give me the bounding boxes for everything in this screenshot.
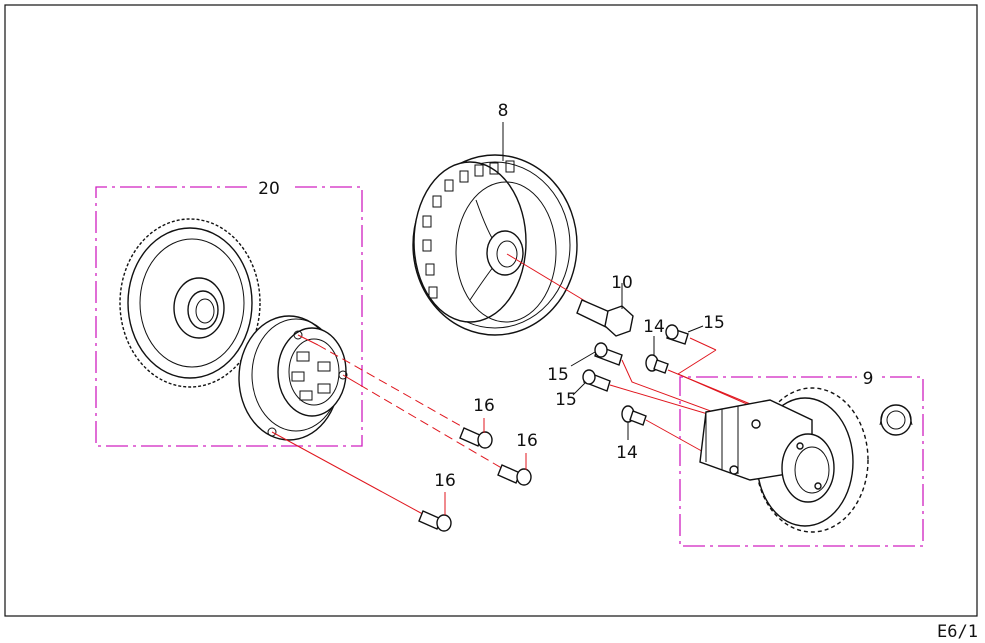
callout-16-a: 16	[473, 396, 495, 416]
callout-14-lower: 14	[616, 443, 638, 463]
bolt-16-c	[418, 492, 452, 532]
page-code: E6/1	[937, 622, 978, 642]
drawing-frame	[4, 4, 978, 617]
starter-gear	[119, 218, 261, 388]
callout-16-c: 16	[434, 471, 456, 491]
callout-10: 10	[611, 273, 633, 293]
callout-15-upper: 15	[703, 313, 725, 333]
callout-20: 20	[258, 179, 280, 199]
bolt-16-b	[497, 453, 532, 486]
screw-15-middle	[570, 342, 623, 367]
bolt-16-a	[459, 418, 493, 449]
callout-9: 9	[863, 369, 874, 389]
one-way-clutch	[238, 315, 348, 441]
group-20-box: 20	[95, 179, 363, 447]
callout-14-upper: 14	[643, 317, 665, 337]
group-9-box: 9	[679, 368, 924, 547]
callout-8: 8	[498, 101, 509, 121]
callout-15-middle: 15	[547, 365, 569, 385]
clutch-bolt-leaders	[271, 334, 506, 519]
flywheel	[412, 122, 578, 336]
screw-15-upper	[665, 324, 717, 351]
grommet	[879, 404, 913, 436]
flywheel-bolt	[576, 283, 634, 337]
screw-14-upper	[645, 336, 669, 374]
screw-14-lower	[621, 405, 647, 440]
callout-15-lower: 15	[555, 390, 577, 410]
stator	[699, 387, 869, 533]
screw-15-lower	[572, 369, 611, 396]
callout-16-b: 16	[516, 431, 538, 451]
